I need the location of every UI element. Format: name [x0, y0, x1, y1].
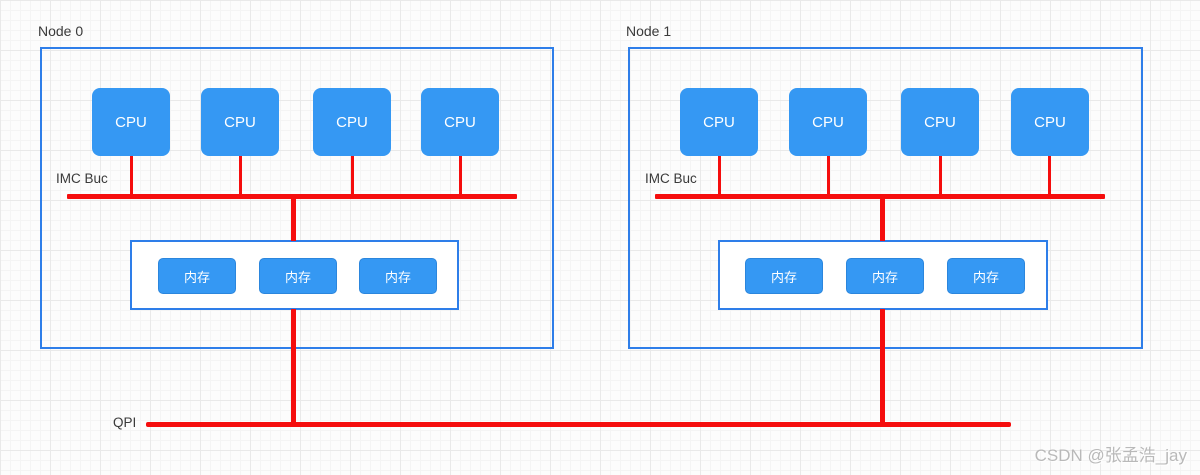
node1-memory-2: 内存: [846, 258, 924, 294]
node1-box: CPU CPU CPU CPU IMC Buc 内存 内存 内存: [628, 47, 1143, 349]
node1-cpu3-connector-line: [939, 156, 942, 196]
qpi-bus-line: [146, 422, 1011, 427]
memory-label: 内存: [972, 269, 999, 285]
node0-memory-2: 内存: [259, 258, 337, 294]
node1-title: Node 1: [626, 23, 672, 39]
memory-label: 内存: [384, 269, 411, 285]
node1-imc-bus-label: IMC Buc: [645, 171, 697, 186]
cpu-label: CPU: [924, 113, 956, 131]
csdn-watermark: CSDN @张孟浩_jay: [1034, 446, 1187, 465]
node0-cpu3-connector-line: [351, 156, 354, 196]
cpu-label: CPU: [224, 113, 256, 131]
node0-bus-to-memory-line: [291, 194, 296, 241]
cpu-label: CPU: [444, 113, 476, 131]
node1-cpu4-connector-line: [1048, 156, 1051, 196]
node0-imc-bus-label: IMC Buc: [56, 171, 108, 186]
cpu-label: CPU: [703, 113, 735, 131]
memory-label: 内存: [770, 269, 797, 285]
node0-cpu1-connector-line: [130, 156, 133, 196]
node1-memory-box: 内存 内存 内存: [718, 240, 1048, 310]
qpi-label: QPI: [113, 415, 137, 430]
node0-cpu-4: CPU: [421, 88, 499, 156]
node0-box: CPU CPU CPU CPU IMC Buc 内存 内存 内存: [40, 47, 554, 349]
node1-cpu-3: CPU: [901, 88, 979, 156]
cpu-label: CPU: [1034, 113, 1066, 131]
node0-memory-1: 内存: [158, 258, 236, 294]
node0-memory-to-qpi-line: [291, 309, 296, 427]
node0-cpu-2: CPU: [201, 88, 279, 156]
node0-memory-3: 内存: [359, 258, 437, 294]
node1-cpu-1: CPU: [680, 88, 758, 156]
cpu-label: CPU: [812, 113, 844, 131]
node0-memory-box: 内存 内存 内存: [130, 240, 459, 310]
node1-cpu1-connector-line: [718, 156, 721, 196]
cpu-label: CPU: [336, 113, 368, 131]
node0-title: Node 0: [38, 23, 84, 39]
node1-memory-to-qpi-line: [880, 309, 885, 427]
cpu-label: CPU: [115, 113, 147, 131]
node1-cpu2-connector-line: [827, 156, 830, 196]
node0-cpu2-connector-line: [239, 156, 242, 196]
memory-label: 内存: [871, 269, 898, 285]
node0-cpu4-connector-line: [459, 156, 462, 196]
node0-cpu-1: CPU: [92, 88, 170, 156]
node1-cpu-4: CPU: [1011, 88, 1089, 156]
node1-bus-to-memory-line: [880, 194, 885, 241]
node1-memory-1: 内存: [745, 258, 823, 294]
memory-label: 内存: [284, 269, 311, 285]
memory-label: 内存: [183, 269, 210, 285]
node1-memory-3: 内存: [947, 258, 1025, 294]
node1-cpu-2: CPU: [789, 88, 867, 156]
node0-cpu-3: CPU: [313, 88, 391, 156]
